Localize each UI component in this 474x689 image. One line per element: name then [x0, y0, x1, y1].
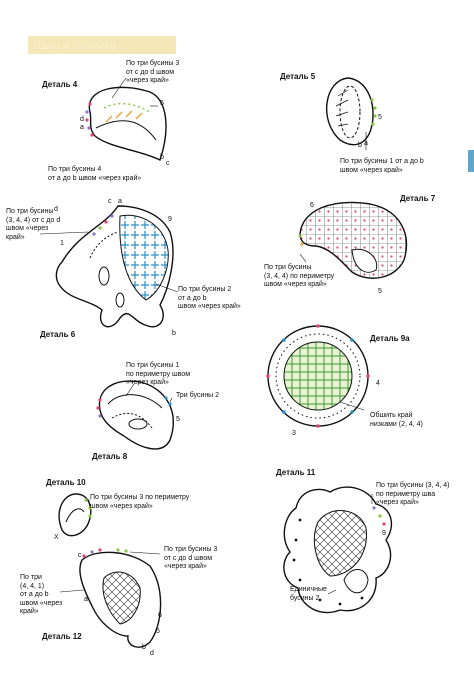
- detail-6-drawing: [55, 205, 174, 328]
- detail-9a-drawing: [266, 324, 370, 428]
- detail-12-label-c: c: [78, 552, 82, 559]
- detail-6-num-1: 1: [60, 240, 64, 247]
- detail-11-note-bottom: Единичные бусины 2: [290, 586, 327, 602]
- detail-6-label-a: a: [118, 198, 122, 205]
- detail-4-label-a: a: [80, 124, 84, 131]
- detail-11-note-top: По три бусины (3, 4, 4) по периметру шва…: [376, 482, 450, 506]
- detail-8-title: Деталь 8: [92, 452, 128, 461]
- page-edge-tab: [468, 150, 474, 172]
- detail-7-note: По три бусины (3, 4, 4) по периметру шво…: [264, 264, 335, 288]
- detail-11-title: Деталь 11: [276, 468, 316, 477]
- section-title: Швы и техника: [34, 38, 117, 52]
- detail-10-note: По три бусины 3 по периметру швом «через…: [90, 494, 190, 510]
- detail-12-note-top: По три бусины 3 от c до d швом «через кр…: [164, 546, 218, 570]
- detail-7-num-5: 5: [378, 288, 382, 295]
- detail-10-title: Деталь 10: [46, 478, 86, 487]
- detail-6-note-right: По три бусины 2 от a до b швом «через кр…: [178, 286, 241, 310]
- detail-5-drawing: [325, 77, 377, 146]
- detail-6-title: Деталь 6: [40, 330, 76, 339]
- detail-9a-note: Обшить край низками (2, 4, 4): [370, 412, 423, 428]
- detail-9a-title: Деталь 9а: [370, 334, 410, 343]
- detail-7-drawing: [298, 201, 408, 279]
- detail-4-label-c: c: [166, 160, 170, 167]
- detail-5-label-b: b: [358, 142, 362, 149]
- detail-7-title: Деталь 7: [400, 194, 436, 203]
- detail-6-label-d: d: [54, 206, 58, 213]
- detail-5-title: Деталь 5: [280, 72, 316, 81]
- detail-10-drawing: [58, 493, 92, 537]
- detail-5-label-a: a: [364, 140, 368, 147]
- detail-12-note-left: По три (4, 4, 1) от a до b швом «через к…: [20, 574, 63, 615]
- detail-12-label-a: a: [84, 596, 88, 603]
- detail-12-num-6: 6: [158, 612, 162, 619]
- detail-12-label-d: d: [150, 650, 154, 657]
- section-header: Швы и техника: [28, 36, 176, 54]
- detail-4-num-5: 5: [160, 100, 164, 107]
- detail-9a-num-3: 3: [292, 430, 296, 437]
- detail-5-num-5: 5: [378, 114, 382, 121]
- detail-8-note-top: По три бусины 1 по периметру швом «через…: [126, 362, 191, 386]
- detail-8-num-5: 5: [176, 416, 180, 423]
- detail-11-drawing: [283, 486, 393, 614]
- detail-7-num-6: 6: [310, 202, 314, 209]
- detail-12-num-5: 5: [156, 628, 160, 635]
- detail-12-title: Деталь 12: [42, 632, 82, 641]
- detail-6-note-left: По три бусины (3, 4, 4) от c до d швом «…: [6, 208, 61, 241]
- detail-12-label-b: b: [142, 644, 146, 651]
- detail-12-drawing: [79, 548, 162, 648]
- detail-6-num-9: 9: [168, 216, 172, 223]
- detail-9a-num-4: 4: [376, 380, 380, 387]
- detail-6-label-b: b: [172, 330, 176, 337]
- detail-4-note-bottom: По три бусины 4 от a до b швом «через кр…: [48, 166, 142, 182]
- detail-8-drawing: [96, 380, 174, 450]
- detail-11-num-9: 9: [382, 530, 386, 537]
- leader-lines: [39, 77, 373, 595]
- detail-5-note: По три бусины 1 от a до b швом «через кр…: [340, 158, 424, 174]
- detail-4-label-b: b: [160, 154, 164, 161]
- detail-4-title: Деталь 4: [42, 80, 78, 89]
- detail-4-label-d: d: [80, 116, 84, 123]
- detail-6-label-c: c: [108, 198, 112, 205]
- detail-10-label-x: X: [54, 534, 59, 541]
- detail-8-note-right: Три бусины 2: [176, 392, 220, 399]
- detail-4-note-top: По три бусины 3 от c до d швом «через кр…: [126, 60, 180, 84]
- detail-4-drawing: [85, 86, 167, 161]
